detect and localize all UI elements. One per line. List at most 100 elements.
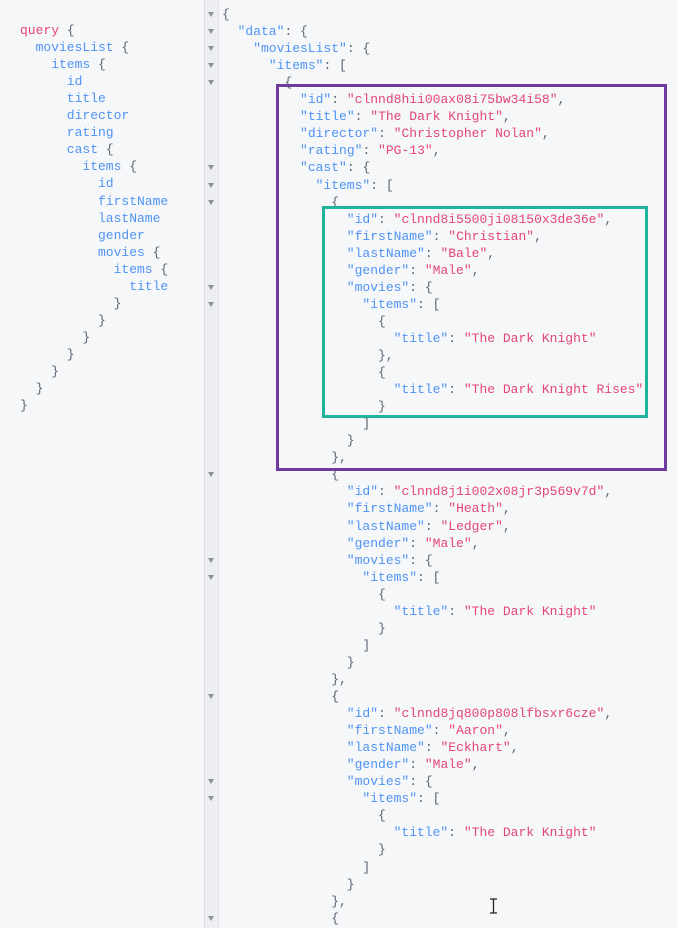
json-key-quote: " (409, 791, 418, 807)
fold-arrow-icon[interactable] (208, 46, 214, 52)
fold-arrow-icon[interactable] (208, 557, 214, 563)
json-string-value: clnnd8hii00ax08i75bw34i58 (354, 92, 550, 108)
json-key-quote: " (401, 535, 410, 551)
json-string-quote: " (596, 484, 605, 500)
json-string-value: The Dark Knight (471, 825, 589, 841)
json-string-quote: " (463, 825, 472, 841)
json-colon: : (424, 245, 441, 261)
result-line: } (347, 654, 355, 671)
json-colon: : (448, 382, 464, 398)
json-string-value: Male (432, 262, 464, 278)
json-string-quote: " (448, 228, 457, 244)
json-key-quote: " (346, 109, 355, 125)
json-key-quote: " (362, 791, 371, 807)
json-colon: : (424, 740, 441, 756)
json-string-quote: " (463, 603, 472, 619)
json-key-quote: " (276, 24, 285, 40)
result-line: "gender": "Male", (347, 262, 480, 279)
json-punctuation: { (378, 365, 386, 381)
json-string-quote: " (378, 143, 386, 159)
json-colon: : (448, 330, 464, 346)
json-key-quote: " (409, 569, 418, 585)
json-colon: : (346, 41, 363, 57)
fold-arrow-icon[interactable] (208, 694, 214, 699)
json-punctuation: , (471, 262, 480, 278)
json-key-quote: " (237, 24, 246, 40)
json-key-quote: " (362, 296, 371, 312)
fold-gutter (205, 0, 219, 928)
result-line: }, (378, 347, 394, 364)
json-key-quote: " (339, 160, 347, 176)
json-colon: : (409, 279, 425, 295)
json-colon: : (284, 24, 301, 40)
fold-arrow-icon[interactable] (208, 12, 214, 17)
result-line: } (347, 432, 355, 449)
json-key-quote: " (323, 92, 332, 108)
result-line: "id": "clnnd8hii00ax08i75bw34i58", (300, 91, 565, 108)
query-brace: } (113, 295, 122, 311)
fold-arrow-icon[interactable] (208, 915, 214, 921)
json-punctuation: { (378, 586, 386, 602)
json-key-quote: " (401, 774, 410, 790)
result-line: }, (331, 671, 347, 688)
fold-arrow-icon[interactable] (208, 29, 214, 35)
json-punctuation: , (471, 757, 480, 773)
json-key-quote: " (401, 552, 410, 568)
result-line: { (331, 194, 339, 211)
fold-arrow-icon[interactable] (208, 63, 214, 69)
json-punctuation: , (541, 126, 550, 142)
result-line: { (331, 910, 339, 927)
json-key: movies (354, 774, 402, 790)
json-punctuation: { (331, 689, 339, 704)
fold-arrow-icon[interactable] (208, 796, 214, 802)
json-string-quote: " (495, 109, 503, 125)
json-string-quote: " (502, 740, 511, 756)
json-punctuation: { (300, 24, 308, 40)
json-key: items (276, 58, 316, 74)
fold-arrow-icon[interactable] (208, 779, 214, 785)
fold-arrow-icon[interactable] (208, 284, 214, 290)
json-key-quote: " (346, 723, 355, 739)
fold-arrow-icon[interactable] (208, 165, 214, 171)
text-cursor-icon (490, 898, 497, 914)
json-punctuation: ] (362, 637, 371, 653)
json-string-value: Ledger (448, 518, 496, 534)
fold-arrow-icon[interactable] (208, 574, 214, 580)
query-line: title (67, 90, 106, 107)
json-string-quote: " (596, 211, 605, 227)
query-brace: } (51, 364, 59, 379)
result-viewer[interactable]: {"data": {"moviesList": {"items": [{"id"… (205, 0, 678, 928)
json-key-quote: " (440, 825, 449, 841)
result-line: } (378, 620, 386, 637)
fold-arrow-icon[interactable] (208, 472, 214, 478)
query-line: moviesList { (36, 39, 130, 56)
result-line: "firstName": "Christian", (347, 228, 542, 245)
query-brace: } (20, 398, 28, 414)
result-line: { (331, 688, 339, 705)
query-line: } (51, 363, 59, 380)
fold-arrow-icon[interactable] (208, 301, 214, 307)
json-punctuation: , (432, 143, 441, 159)
json-colon: : (417, 296, 433, 312)
json-string-quote: " (526, 228, 535, 244)
result-line: { (284, 74, 292, 91)
json-punctuation: , (557, 92, 566, 108)
json-key-quote: " (346, 279, 355, 295)
query-field: moviesList (35, 40, 114, 56)
json-string-quote: " (393, 126, 402, 142)
json-string-quote: " (588, 330, 597, 346)
fold-arrow-icon[interactable] (208, 80, 214, 86)
result-line: "id": "clnnd8j1i002x08jr3p569v7d", (347, 483, 612, 500)
query-line: items { (51, 56, 106, 73)
result-line: "firstName": "Heath", (347, 500, 511, 517)
query-field: rating (66, 125, 114, 141)
json-colon: : (409, 262, 425, 278)
query-brace: } (82, 329, 91, 345)
json-string-quote: " (370, 109, 379, 125)
fold-arrow-icon[interactable] (208, 182, 214, 188)
result-line: { (378, 313, 386, 330)
json-punctuation: [ (339, 58, 347, 74)
query-brace: { (90, 57, 106, 73)
fold-arrow-icon[interactable] (208, 199, 214, 205)
